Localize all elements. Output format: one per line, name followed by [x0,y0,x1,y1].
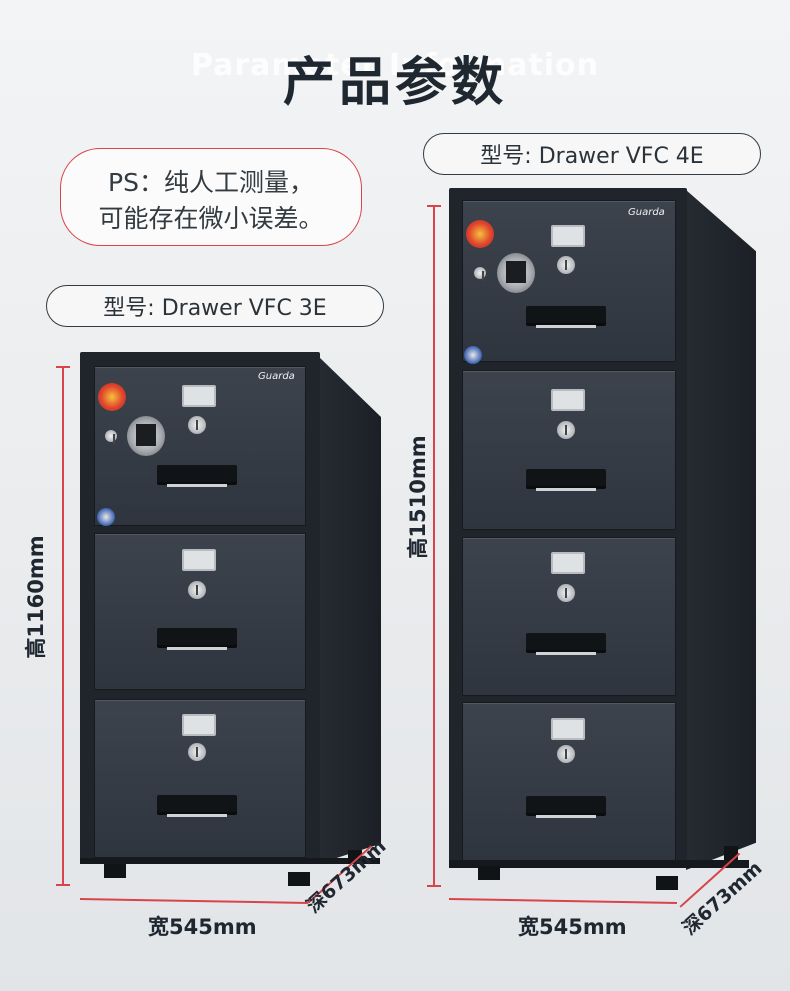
cabinet-foot [724,846,738,860]
electronic-keypad-icon [497,253,535,293]
drawer-handle [157,465,237,487]
note-line-1: PS：纯人工测量， [108,168,314,197]
drawer-handle [526,796,606,818]
lock-icon [557,584,575,602]
certification-badge-icon [466,220,494,248]
cabinet-foot [348,850,362,864]
label-holder [182,385,216,407]
lock-icon [188,743,206,761]
cabinet-4e-side [686,190,756,870]
dimension-tick [56,366,70,368]
cabinet-3e-side [318,356,381,864]
lock-icon [188,581,206,599]
dimension-tick [427,205,441,207]
height-label-4e: 高1510mm [406,435,430,559]
height-dimension-line-4e [433,205,435,885]
lock-icon [188,416,206,434]
dimension-tick [427,885,441,887]
drawer-handle [526,306,606,328]
drawer-handle [526,633,606,655]
quality-badge-icon [97,508,115,526]
label-holder [182,714,216,736]
brand-logo: Guarda [628,207,665,218]
label-holder [551,718,585,740]
key-lock-icon [474,267,486,281]
label-holder [551,552,585,574]
brand-logo: Guarda [258,371,295,382]
label-holder [551,389,585,411]
cabinet-foot [104,864,126,878]
lock-icon [557,256,575,274]
cabinet-foot [656,876,678,890]
cabinet-foot [478,866,500,880]
note-line-2: 可能存在微小误差。 [98,204,324,233]
width-label-4e: 宽545mm [518,915,627,939]
drawer-handle [157,628,237,650]
page-title: 产品参数 [282,53,507,113]
certification-badge-icon [98,383,126,411]
electronic-keypad-icon [127,416,165,456]
drawer-handle [157,795,237,817]
quality-badge-icon [464,346,482,364]
lock-icon [557,421,575,439]
height-dimension-line-3e [62,366,64,884]
label-holder [551,225,585,247]
model-label-4e: 型号: Drawer VFC 4E [423,133,761,175]
cabinet-4e-base [449,860,749,868]
cabinet-foot [288,872,310,886]
model-label-3e: 型号: Drawer VFC 3E [46,285,384,327]
key-lock-icon [105,430,117,444]
lock-icon [557,745,575,763]
label-holder [182,549,216,571]
cabinet-3e-base [80,858,380,864]
measurement-note: PS：纯人工测量， 可能存在微小误差。 [60,148,362,246]
dimension-tick [56,884,70,886]
title-english-watermark: Parameter Information [190,48,600,83]
width-label-3e: 宽545mm [148,915,257,939]
drawer-handle [526,469,606,491]
height-label-3e: 高1160mm [24,535,48,659]
